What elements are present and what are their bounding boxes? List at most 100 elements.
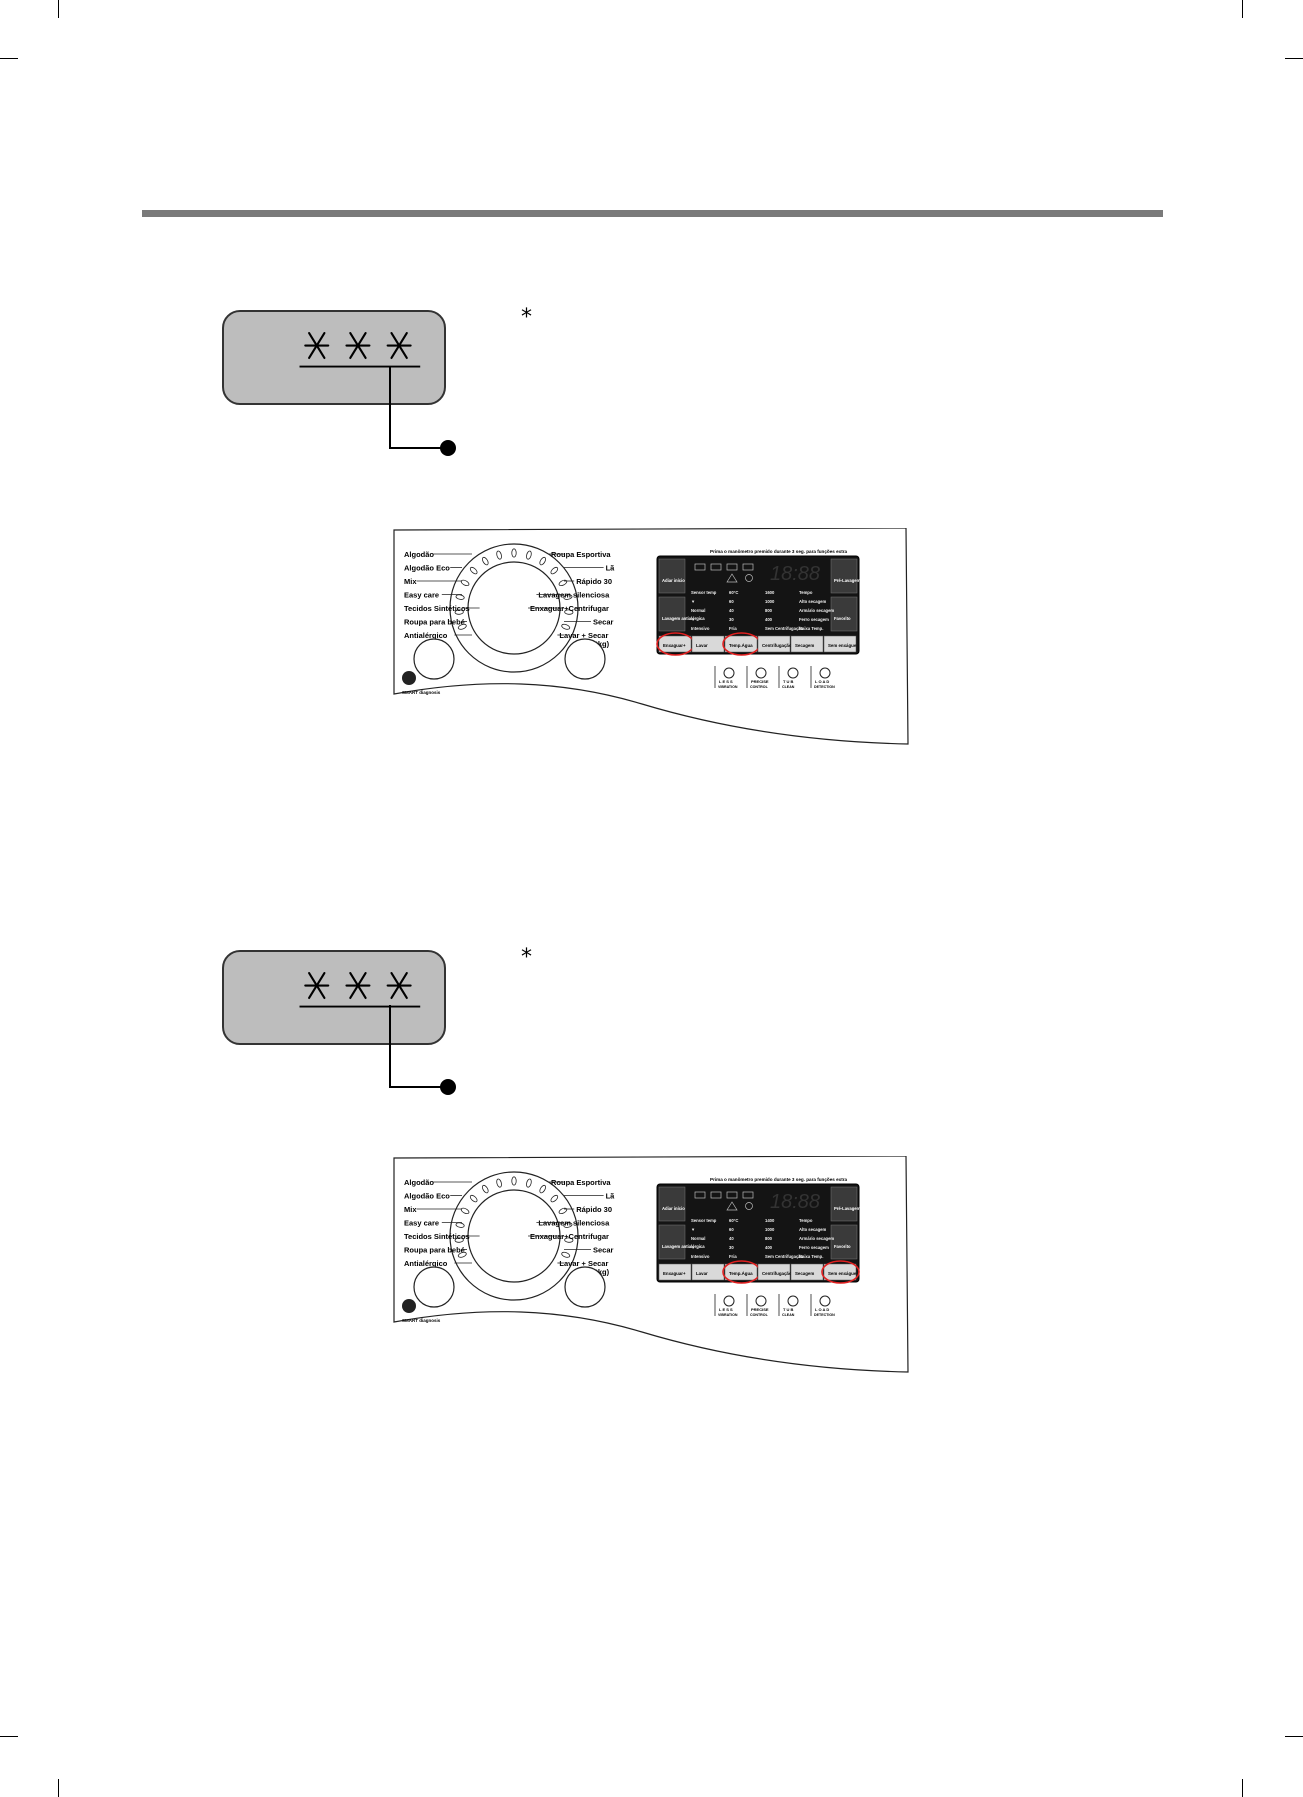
side-button-right[interactable] — [830, 1186, 858, 1222]
function-button-label: Sem enxágue — [828, 1271, 857, 1276]
side-button-right[interactable] — [830, 558, 858, 594]
option-value: 400 — [765, 1245, 773, 1250]
side-button-right[interactable] — [830, 596, 858, 632]
option-value: 60 — [729, 1227, 734, 1232]
lock-icon — [745, 1202, 753, 1210]
side-button-right[interactable] — [830, 1224, 858, 1260]
function-button[interactable] — [724, 1263, 758, 1281]
side-button-label: Favorito — [834, 1244, 851, 1249]
start-pause-button[interactable] — [564, 638, 606, 680]
control-display-block — [656, 555, 860, 655]
power-button[interactable] — [413, 1266, 455, 1308]
option-value: Ferro secagem — [799, 1245, 829, 1250]
function-button[interactable] — [757, 635, 791, 653]
feature-badge-bottom: CONTROL — [750, 685, 769, 689]
dial-indicator-led — [469, 1194, 478, 1203]
function-button[interactable] — [691, 635, 725, 653]
option-value: 30 — [729, 1245, 734, 1250]
option-value: 800 — [765, 1236, 773, 1241]
feature-badge-top: L O A D — [815, 679, 829, 684]
side-button-label: Favorito — [834, 616, 851, 621]
power-button[interactable] — [413, 638, 455, 680]
function-button-label: Centrifugação — [762, 643, 792, 648]
dial-indicator-led — [561, 623, 571, 630]
time-display: 18:88 — [770, 1191, 820, 1213]
option-value: Sem Centrifugação — [765, 626, 804, 631]
option-value: 40 — [729, 608, 734, 613]
cycle-stage-icon — [726, 563, 738, 571]
dial-indicator-led — [564, 1237, 574, 1243]
feature-badge-bottom: DETECTION — [814, 685, 835, 689]
function-button[interactable] — [658, 1263, 692, 1281]
side-button-left[interactable] — [658, 558, 686, 594]
side-button-label: Pré-Lavagem — [834, 578, 861, 583]
dial-indicator-led — [496, 1178, 502, 1188]
feature-badge-top: T U B — [783, 1307, 794, 1312]
function-button-label: Temp.Água — [729, 643, 753, 648]
dial-label-right: Lavagem silenciosa — [538, 1219, 610, 1228]
highlight-circle — [821, 1260, 860, 1284]
start-pause-button[interactable] — [564, 1266, 606, 1308]
dial-label-right: Enxaguar+Centrifugar — [530, 1232, 609, 1241]
feature-badge-bottom: CLEAN — [782, 685, 795, 689]
function-button[interactable] — [724, 635, 758, 653]
dial-indicator-led — [526, 1178, 532, 1188]
function-button-label: Enxaguar+ — [663, 1271, 686, 1276]
option-value: 400 — [765, 617, 773, 622]
leader-line — [389, 366, 456, 456]
warning-icon — [726, 1201, 738, 1211]
leader-line — [389, 1005, 456, 1095]
function-button[interactable] — [790, 635, 824, 653]
option-value: Intensivo — [691, 626, 710, 631]
dial-label-left: Algodão — [404, 550, 434, 559]
option-value: ▼ — [691, 1245, 695, 1250]
side-button-left[interactable] — [658, 1186, 686, 1222]
option-value: Tempo — [799, 590, 813, 595]
smart-diagnosis-icon — [402, 671, 416, 685]
feature-badge-bottom: CONTROL — [750, 1313, 769, 1317]
feature-badge-top: T U B — [783, 679, 794, 684]
option-value: Sensor temp — [691, 590, 717, 595]
option-value: 60°C — [729, 1218, 738, 1223]
option-value: Alto secagem — [799, 599, 827, 604]
smart-diagnosis-icon — [402, 1299, 416, 1313]
side-button-label: Lavagem antialérgica — [662, 616, 705, 621]
dial-label-right: Rápido 30 — [576, 577, 612, 586]
dial-indicator-led — [482, 1184, 489, 1194]
function-button-label: Enxaguar+ — [663, 643, 686, 648]
dial-label-right: Enxaguar+Centrifugar — [530, 604, 609, 613]
function-button[interactable] — [790, 1263, 824, 1281]
option-value: 800 — [765, 608, 773, 613]
program-dial-ring — [449, 1171, 579, 1301]
function-button[interactable] — [823, 1263, 857, 1281]
dial-indicator-led — [496, 550, 502, 560]
side-button-left[interactable] — [658, 596, 686, 632]
function-button[interactable] — [658, 635, 692, 653]
option-value: Fria — [729, 626, 737, 631]
cycle-stage-icon — [710, 1191, 722, 1199]
dial-indicator-led — [454, 609, 464, 615]
dial-label-left: Tecidos Sintéticos — [404, 1232, 470, 1241]
function-button[interactable] — [823, 635, 857, 653]
side-button-label: Adiar início — [662, 578, 685, 583]
dial-indicator-led — [455, 1222, 465, 1228]
dial-label-left: Antialérgico — [404, 1259, 448, 1268]
side-button-left[interactable] — [658, 1224, 686, 1260]
dial-indicator-led — [469, 566, 478, 575]
dial-label-left: Mix — [404, 1205, 417, 1214]
cycle-stage-icon — [710, 563, 722, 571]
dial-indicator-led — [511, 1176, 517, 1186]
dial-label-right: Lavar + Secar — [559, 1259, 608, 1268]
feature-badge-icon — [787, 1295, 799, 1307]
dial-label-right: Secar — [593, 1246, 614, 1255]
function-button[interactable] — [757, 1263, 791, 1281]
time-display: 18:88 — [770, 563, 820, 585]
feature-badge-icon — [723, 1295, 735, 1307]
side-button-label: Pré-Lavagem — [834, 1206, 861, 1211]
dial-label-left: Algodão Eco — [404, 1192, 450, 1201]
function-button[interactable] — [691, 1263, 725, 1281]
dial-indicator-led — [455, 594, 465, 600]
feature-badge-top: L E S S — [719, 1307, 733, 1312]
